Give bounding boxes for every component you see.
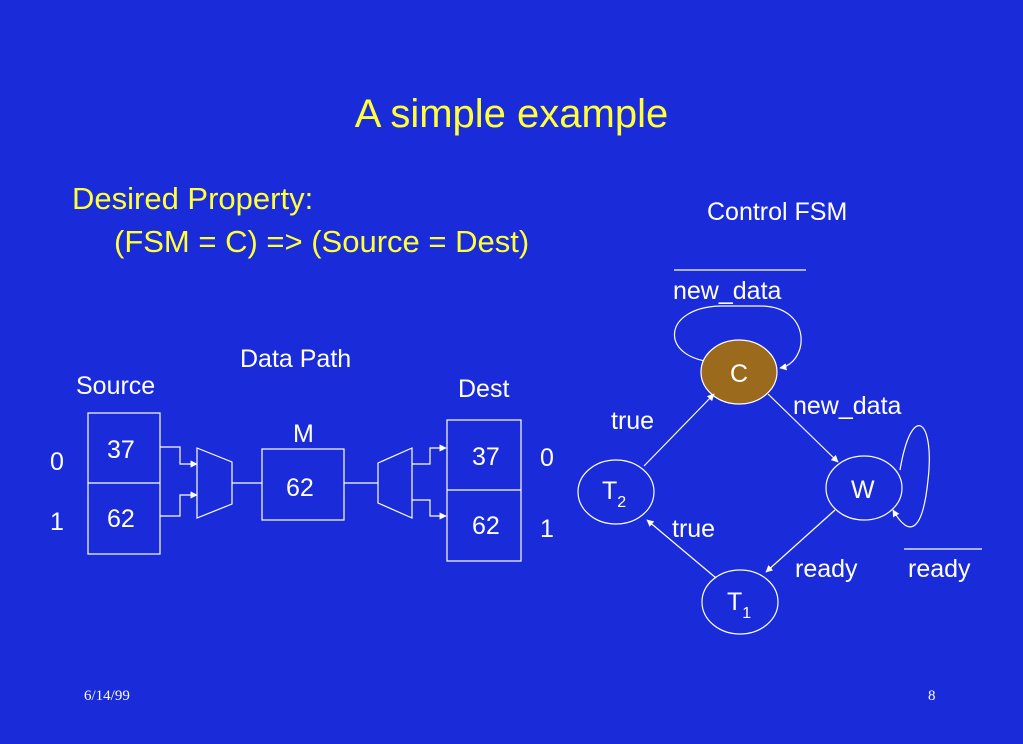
datapath-title: Data Path	[240, 345, 351, 373]
m-register-label: M	[293, 420, 314, 448]
w-self-loop-label: ready	[908, 555, 971, 583]
source-address-1: 1	[50, 508, 64, 536]
m-register	[261, 448, 345, 521]
edge-t2-to-c	[643, 393, 715, 467]
wire-demux-to-dest-1	[412, 499, 447, 520]
dest-address-1: 1	[540, 515, 554, 543]
edge-w-to-t1-label: ready	[795, 555, 858, 583]
wire-source-1-to-mux	[160, 491, 198, 517]
source-address-0: 0	[50, 448, 64, 476]
source-label: Source	[76, 372, 155, 400]
state-w-label: W	[851, 476, 875, 504]
state-w	[825, 455, 903, 521]
footer-date: 6/14/99	[84, 688, 130, 704]
slide-title: A simple example	[354, 92, 669, 136]
m-register-value: 62	[286, 474, 314, 502]
edge-c-to-w	[767, 393, 839, 463]
demux-right	[377, 447, 413, 519]
property-heading: Desired Property:	[72, 181, 314, 216]
dest-label: Dest	[458, 375, 509, 403]
edge-t1-to-t2-label: true	[672, 515, 715, 543]
footer-page-number: 8	[928, 688, 936, 704]
state-t1-label: T1	[727, 588, 751, 622]
edge-c-to-w-label: new_data	[793, 392, 902, 420]
state-t2-label: T2	[602, 477, 626, 511]
edge-t1-to-t2	[646, 519, 717, 579]
edge-w-to-t1	[765, 509, 836, 573]
state-c	[700, 339, 778, 405]
source-value-1: 62	[107, 505, 135, 533]
c-self-loop-label: new_data	[673, 277, 782, 305]
edge-t2-to-c-label: true	[611, 407, 654, 435]
state-t2-subscript: 2	[617, 494, 626, 511]
state-t2-letter: T	[602, 477, 617, 505]
wire-source-0-to-mux	[160, 446, 198, 468]
state-c-label: C	[730, 360, 748, 388]
wire-demux-to-dest-0	[412, 444, 447, 465]
dest-value-0: 37	[472, 443, 500, 471]
mux-left	[196, 447, 233, 519]
c-self-loop-arc	[674, 305, 802, 371]
fsm-title: Control FSM	[707, 198, 847, 226]
source-value-0: 37	[107, 436, 135, 464]
w-self-loop-arc	[892, 425, 930, 528]
state-t1-letter: T	[727, 588, 742, 616]
dest-address-0: 0	[540, 444, 554, 472]
state-t1	[701, 569, 779, 635]
state-t2	[577, 459, 655, 525]
state-t1-subscript: 1	[742, 605, 751, 622]
dest-value-1: 62	[472, 512, 500, 540]
property-formula: (FSM = C) => (Source = Dest)	[114, 224, 530, 259]
